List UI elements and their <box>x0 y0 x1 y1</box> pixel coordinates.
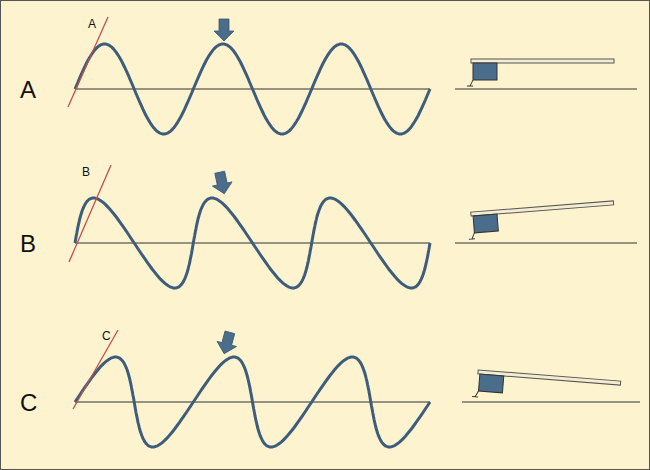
platter-line <box>455 243 637 244</box>
tonearm-level <box>467 59 614 86</box>
tonearm-lowered <box>472 370 621 408</box>
row-letter: C <box>20 391 37 415</box>
point-letter: A <box>88 18 96 30</box>
peak-arrow <box>214 19 234 41</box>
tonearm-raised <box>467 201 616 239</box>
row-letter: B <box>20 232 36 256</box>
platter-line <box>455 89 637 90</box>
sine-wave <box>75 198 430 288</box>
peak-arrow <box>214 330 239 356</box>
point-letter: B <box>82 166 90 178</box>
platter-line <box>462 402 640 403</box>
sine-wave <box>75 44 430 134</box>
sine-wave <box>75 357 430 447</box>
peak-arrow <box>210 170 234 196</box>
tangent-line <box>68 17 108 107</box>
tangent-line <box>73 330 118 409</box>
tangent-line <box>69 165 111 262</box>
row-letter: A <box>20 78 36 102</box>
point-letter: C <box>102 330 111 342</box>
